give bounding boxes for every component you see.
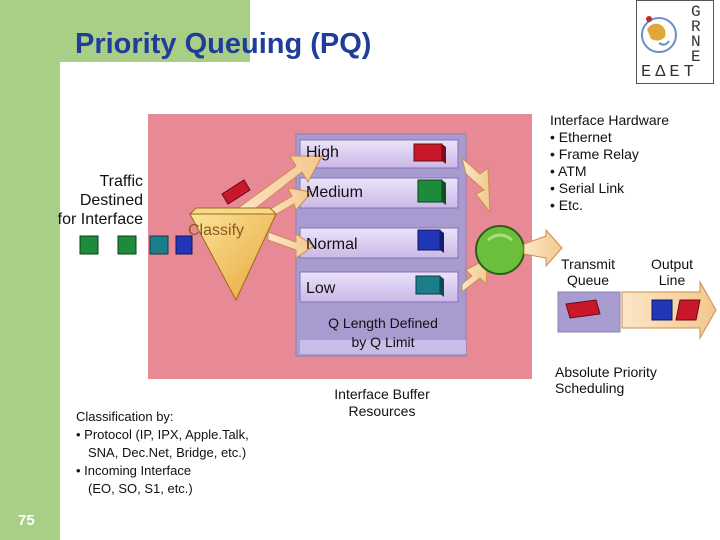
decor-corner <box>60 62 140 122</box>
packet-normal <box>417 229 444 253</box>
grnet-logo: G R N E ΕΔΕΤ <box>636 0 714 84</box>
queue-high-label: High <box>306 144 339 161</box>
classification-item: • Protocol (IP, IPX, Apple.Talk, <box>76 427 249 442</box>
interface-hardware-item: • Ethernet <box>550 129 612 145</box>
classification-item: (EO, SO, S1, etc.) <box>88 481 193 496</box>
logo-letter: N <box>691 33 701 51</box>
output-line-line: Output <box>650 256 694 272</box>
classification-heading: Classification by: <box>76 409 174 424</box>
packet-in-transit <box>221 179 251 205</box>
traffic-label-line: for Interface <box>57 211 143 228</box>
q-length-line: Q Length Defined <box>328 315 438 331</box>
logo-letter: G <box>691 3 701 21</box>
logo-letter: R <box>691 18 701 36</box>
interface-hardware-heading: Interface Hardware <box>550 112 670 128</box>
interface-hardware-item: • Serial Link <box>550 180 625 196</box>
incoming-packets <box>79 235 193 255</box>
output-line-label: Output Line <box>636 256 708 288</box>
logo-bottom-letters: ΕΔΕΤ <box>641 63 698 82</box>
transmit-queue-label: Transmit Queue <box>546 256 630 288</box>
traffic-label: Traffic Destined for Interface <box>37 172 143 229</box>
classify-label: Classify <box>188 222 245 239</box>
interface-hardware-item: • Frame Relay <box>550 146 639 162</box>
scheduling-line: Absolute Priority <box>555 364 657 380</box>
transmit-queue-line: Queue <box>566 272 610 288</box>
q-length-label: Q Length Defined by Q Limit <box>300 314 466 352</box>
packet-medium <box>417 179 446 205</box>
interface-hardware-item: • ATM <box>550 163 587 179</box>
transmit-queue-line: Transmit <box>561 256 615 272</box>
interface-hardware-list: Interface Hardware • Ethernet • Frame Re… <box>550 112 669 214</box>
page-title: Priority Queuing (PQ) <box>75 28 372 60</box>
interface-buffer-line: Interface Buffer <box>334 386 430 402</box>
q-length-line: by Q Limit <box>351 334 415 350</box>
scheduler-circle <box>475 225 525 275</box>
classification-item: SNA, Dec.Net, Bridge, etc.) <box>88 445 247 460</box>
queue-normal-label: Normal <box>306 236 358 253</box>
queue-medium-label: Medium <box>306 184 363 201</box>
arrow-to-transmit <box>523 228 563 268</box>
output-packets <box>651 299 701 321</box>
transmit-packet <box>565 299 601 319</box>
scheduling-line: Scheduling <box>555 380 625 396</box>
arrow-to-normal <box>267 231 315 259</box>
left-decor-band <box>0 0 60 540</box>
logo-letter: E <box>691 48 701 66</box>
scheduling-label: Absolute Priority Scheduling <box>555 364 657 396</box>
arrow-high-to-scheduler <box>461 156 491 214</box>
interface-buffer-line: Resources <box>348 403 416 419</box>
traffic-label-line: Destined <box>79 192 143 209</box>
globe-icon <box>641 16 677 53</box>
output-line-line: Line <box>658 272 686 288</box>
page-number: 75 <box>18 512 35 529</box>
packet-high <box>413 143 446 164</box>
interface-hardware-item: • Etc. <box>550 197 583 213</box>
queue-low-label: Low <box>306 280 336 297</box>
interface-buffer-label: Interface Buffer Resources <box>312 386 452 420</box>
classification-item: • Incoming Interface <box>76 463 192 478</box>
packet-low <box>415 275 444 297</box>
traffic-label-line: Traffic <box>99 173 143 190</box>
classification-list: Classification by: • Protocol (IP, IPX, … <box>76 408 249 498</box>
queue-container-base <box>300 340 466 354</box>
